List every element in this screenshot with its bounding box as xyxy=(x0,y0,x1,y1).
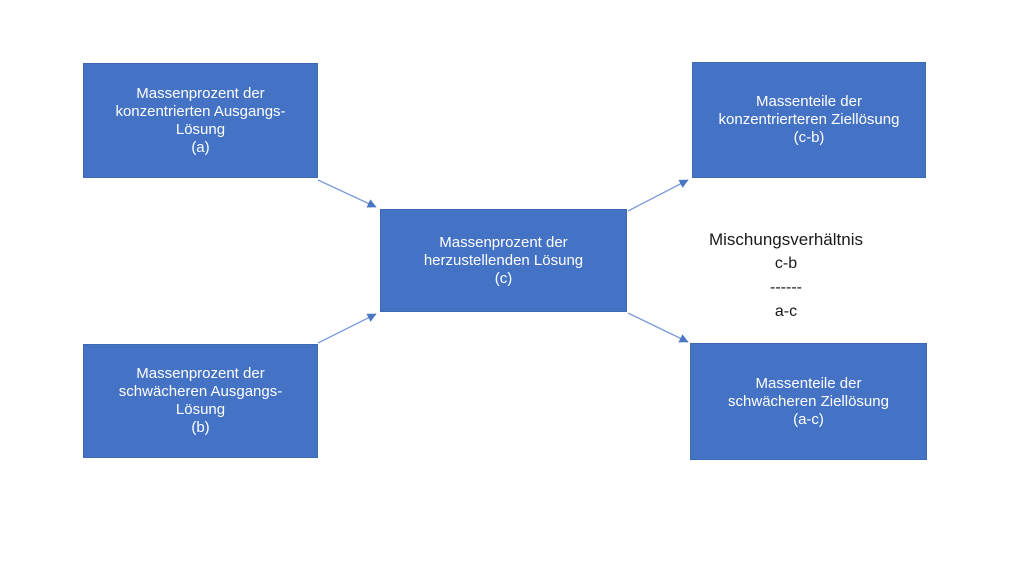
box-concentrated-source-solution: Massenprozent der konzentrierten Ausgang… xyxy=(83,63,318,178)
mixing-ratio-denominator: a-c xyxy=(774,303,798,320)
arrow-b-to-c xyxy=(317,313,377,344)
arrow-a-to-c xyxy=(317,179,377,208)
box-parts-concentrated-target: Massenteile der konzentrierteren Ziellös… xyxy=(692,62,926,178)
box-parts-weaker-target: Massenteile der schwächeren Ziellösung (… xyxy=(690,343,927,460)
box-weaker-source-solution: Massenprozent der schwächeren Ausgangs- … xyxy=(83,344,318,458)
mixing-ratio-block: Mischungsverhältnis c-b ------ a-c xyxy=(656,228,916,324)
arrow-c-to-cb xyxy=(627,179,689,212)
mixing-ratio-numerator: c-b xyxy=(774,255,798,272)
mixing-ratio-divider: ------ xyxy=(770,279,802,296)
mixing-ratio-title: Mischungsverhältnis xyxy=(708,230,863,249)
box-target-solution: Massenprozent der herzustellenden Lösung… xyxy=(380,209,627,312)
